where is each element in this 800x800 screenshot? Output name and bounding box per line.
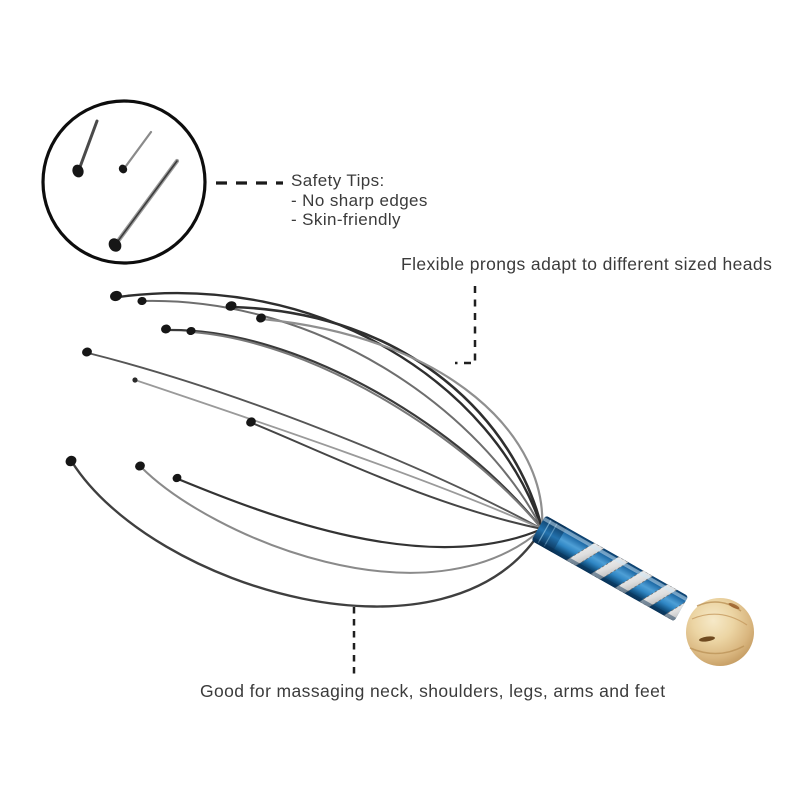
prong-tip-bead bbox=[161, 324, 171, 334]
handle-bottom-shade bbox=[531, 537, 677, 622]
ferrule-groove bbox=[543, 523, 558, 547]
closeup-prong-bead bbox=[72, 164, 84, 178]
wire-prong bbox=[116, 291, 544, 531]
prong-tip-bead bbox=[82, 347, 92, 357]
wire-prong bbox=[165, 328, 544, 531]
wire-prong bbox=[191, 331, 543, 530]
closeup-prong-wire bbox=[124, 130, 153, 168]
closeup-prongs bbox=[72, 119, 180, 252]
handle-top-sheen bbox=[542, 517, 688, 601]
wood-grain bbox=[689, 645, 745, 655]
safety-tips-title: Safety Tips: bbox=[291, 171, 385, 190]
handle bbox=[531, 515, 689, 622]
prong-tip-bead bbox=[225, 301, 237, 311]
magnifier-circle bbox=[41, 99, 207, 265]
flexible-prongs-note: Flexible prongs adapt to different sized… bbox=[401, 254, 773, 274]
wire-prong bbox=[87, 352, 543, 530]
prong-tip-bead bbox=[110, 290, 122, 302]
wooden-ball bbox=[686, 598, 754, 666]
wire-prong-cage bbox=[70, 291, 544, 608]
wood-grain bbox=[691, 613, 748, 626]
safety-tip-item: - Skin-friendly bbox=[291, 210, 401, 229]
prong-tip-beads bbox=[65, 290, 266, 483]
wire-crossing-node bbox=[132, 377, 138, 383]
prong-tip-bead bbox=[246, 417, 256, 427]
wire-prong bbox=[134, 379, 543, 530]
wire-prong bbox=[140, 466, 543, 574]
closeup-prong-wire bbox=[78, 119, 99, 169]
massage-benefit-note: Good for massaging neck, shoulders, legs… bbox=[200, 681, 666, 701]
prong-tip-bead bbox=[135, 461, 145, 471]
closeup-prong-bead bbox=[118, 164, 128, 174]
prong-tip-bead bbox=[65, 455, 77, 467]
wire-prong bbox=[70, 460, 544, 608]
wood-mark bbox=[728, 602, 740, 610]
wire-prong bbox=[176, 477, 544, 549]
wire-prong bbox=[142, 299, 543, 530]
wood-knot bbox=[699, 636, 715, 642]
prong-tip-bead bbox=[186, 326, 196, 336]
safety-tip-item: - No sharp edges bbox=[291, 190, 428, 210]
wire-prong bbox=[230, 305, 544, 531]
handle-spiral-stripes bbox=[565, 542, 689, 622]
wire-prong bbox=[251, 422, 543, 530]
safety-tips-block: Safety Tips: - No sharp edges - Skin-fri… bbox=[291, 171, 428, 230]
closeup-prong-wire-core bbox=[117, 160, 178, 242]
prong-tip-bead bbox=[137, 296, 147, 306]
closeup-prong-bead bbox=[108, 238, 122, 252]
prong-tip-bead bbox=[172, 473, 182, 483]
connector-dashed-right bbox=[455, 286, 477, 365]
ferrule-groove bbox=[537, 519, 552, 544]
prong-tip-bead bbox=[256, 313, 266, 323]
wire-prong bbox=[260, 317, 544, 531]
wooden-ball-sphere bbox=[686, 598, 754, 666]
